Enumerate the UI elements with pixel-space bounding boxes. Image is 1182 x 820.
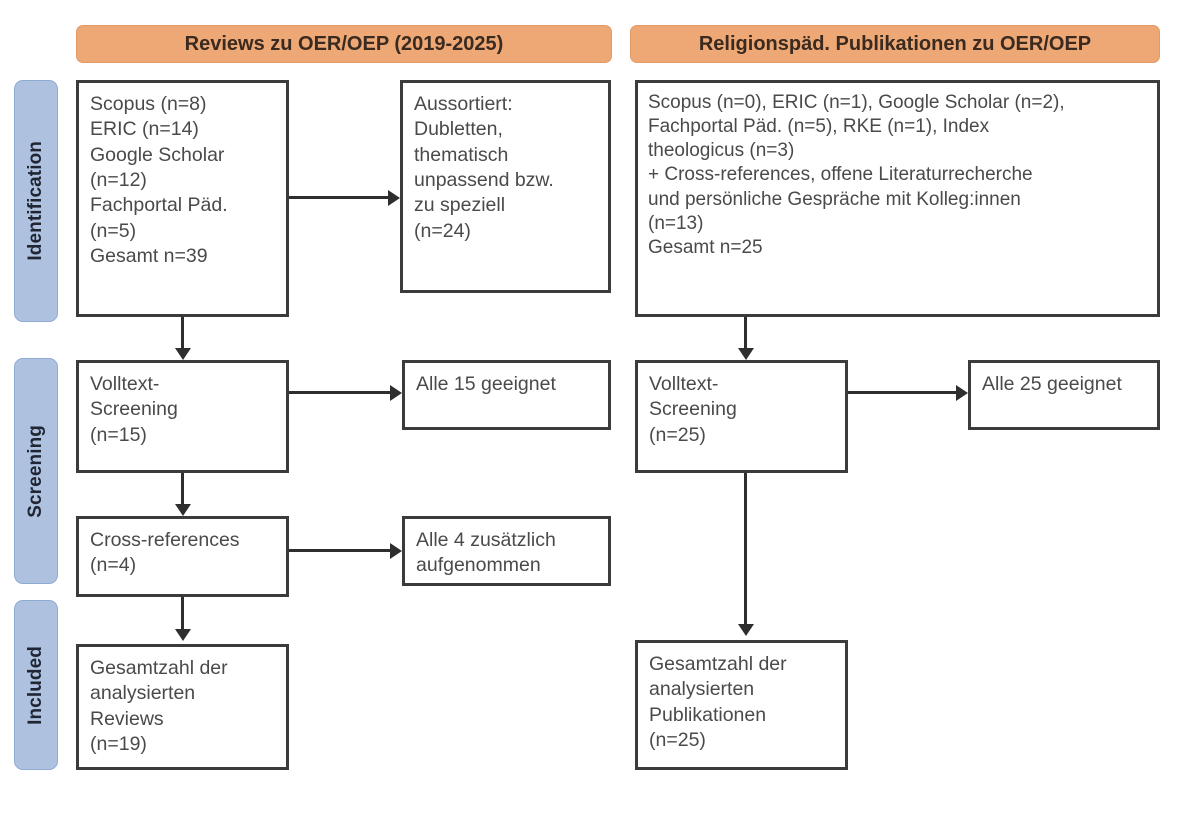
stage-tab-identification-label: Identification <box>25 141 46 261</box>
arrowhead-left-sources-to-fulltext <box>174 348 191 360</box>
column-header-reviews-label: Reviews zu OER/OEP (2019-2025) <box>184 32 504 55</box>
connector-right-fulltext-to-result <box>848 391 956 394</box>
connector-left-sources-to-fulltext <box>181 317 184 353</box>
connector-left-crossrefs-to-included <box>181 597 184 634</box>
arrowhead-left-fulltext-to-result <box>390 384 402 401</box>
box-right-fulltext-screening: Volltext- Screening (n=25) <box>635 360 848 473</box>
box-right-fulltext-result: Alle 25 geeignet <box>968 360 1160 430</box>
connector-left-fulltext-to-crossrefs <box>181 473 184 509</box>
connector-left-sources-to-excluded <box>289 196 388 199</box>
box-left-crossreferences-result: Alle 4 zusätzlich aufgenommen <box>402 516 611 586</box>
box-left-included: Gesamtzahl der analysierten Reviews (n=1… <box>76 644 289 770</box>
column-header-publikationen-label: Religionspäd. Publikationen zu OER/OEP <box>698 32 1092 55</box>
connector-left-fulltext-to-result <box>289 391 390 394</box>
stage-tab-screening-label: Screening <box>25 424 46 518</box>
arrowhead-left-fulltext-to-crossrefs <box>174 504 191 516</box>
stage-tab-included-label: Included <box>25 645 46 725</box>
box-left-fulltext-result: Alle 15 geeignet <box>402 360 611 430</box>
arrowhead-left-sources-to-excluded <box>388 189 400 206</box>
arrowhead-right-sources-to-fulltext <box>737 348 754 360</box>
arrowhead-right-fulltext-to-result <box>956 384 968 401</box>
connector-right-fulltext-to-included <box>744 473 747 628</box>
stage-tab-included: Included <box>14 600 58 770</box>
column-header-publikationen: Religionspäd. Publikationen zu OER/OEP <box>630 25 1160 63</box>
box-right-sources: Scopus (n=0), ERIC (n=1), Google Scholar… <box>635 80 1160 317</box>
box-right-included: Gesamtzahl der analysierten Publikatione… <box>635 640 848 770</box>
box-left-sources: Scopus (n=8) ERIC (n=14) Google Scholar … <box>76 80 289 317</box>
connector-left-crossrefs-to-result <box>289 549 390 552</box>
arrowhead-left-crossrefs-to-result <box>390 542 402 559</box>
box-left-excluded: Aussortiert: Dubletten, thematisch unpas… <box>400 80 611 293</box>
stage-tab-identification: Identification <box>14 80 58 322</box>
connector-right-sources-to-fulltext <box>744 317 747 353</box>
column-header-reviews: Reviews zu OER/OEP (2019-2025) <box>76 25 612 63</box>
stage-tab-screening: Screening <box>14 358 58 584</box>
box-left-fulltext-screening: Volltext- Screening (n=15) <box>76 360 289 473</box>
box-left-crossreferences: Cross-references (n=4) <box>76 516 289 597</box>
arrowhead-left-crossrefs-to-included <box>174 629 191 641</box>
arrowhead-right-fulltext-to-included <box>737 624 754 636</box>
